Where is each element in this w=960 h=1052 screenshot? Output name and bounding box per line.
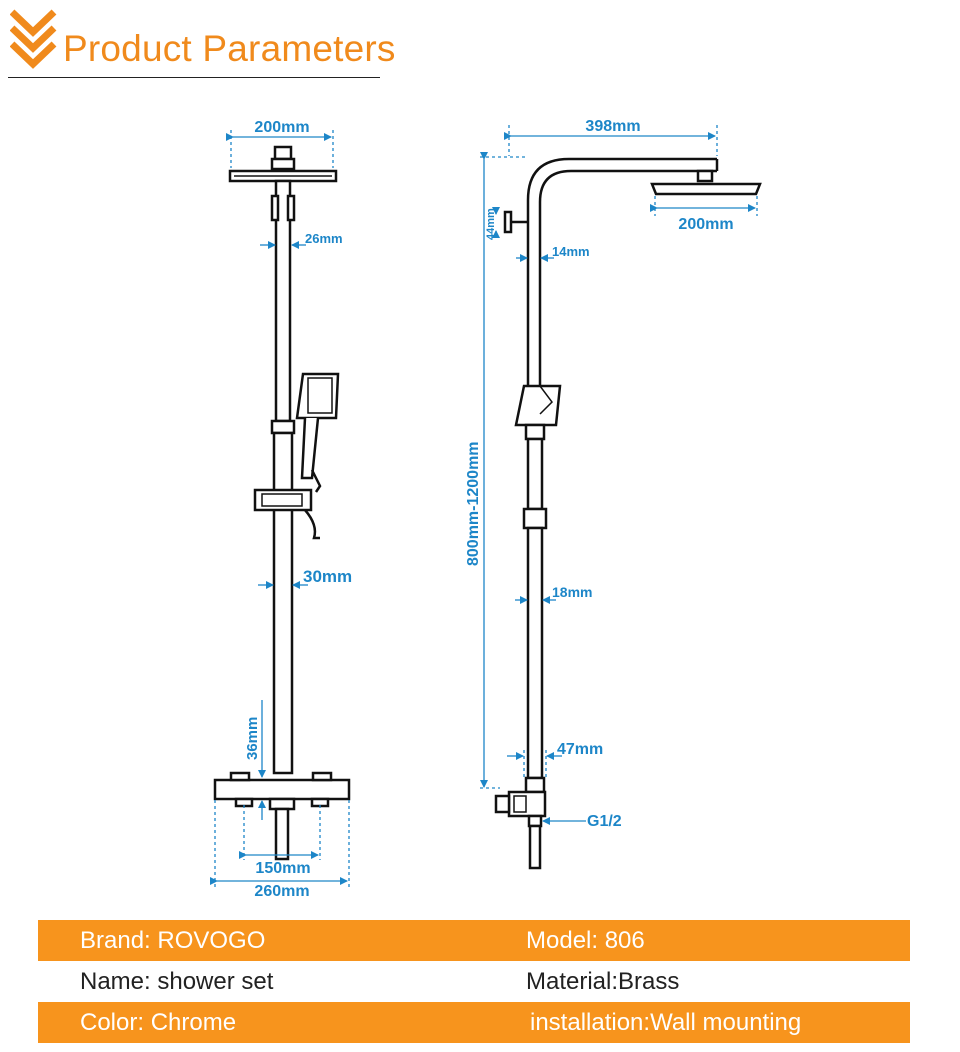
side-view — [494, 157, 762, 870]
page-title: Product Parameters — [63, 28, 396, 69]
spec-brand: Brand: ROVOGO — [80, 927, 266, 954]
spec-row: Color: Chrome installation:Wall mounting — [38, 1002, 910, 1043]
side-upper-pipe-label: 14mm — [552, 244, 590, 259]
spec-table: Brand: ROVOGO Model: 806 Name: shower se… — [38, 920, 910, 1043]
side-thread-label: G1/2 — [587, 813, 622, 830]
spec-installation: installation:Wall mounting — [530, 1009, 802, 1036]
side-dimension-lines — [480, 125, 758, 825]
title-underline — [8, 77, 380, 78]
double-chevron-down-icon — [10, 9, 57, 69]
shower-dimension-diagram: 200mm 26mm 30mm 36mm 150mm 260mm — [210, 118, 762, 900]
spec-model: Model: 806 — [526, 927, 645, 954]
front-head-width-label: 200mm — [254, 119, 309, 136]
front-inlet-spacing-label: 150mm — [255, 860, 310, 877]
side-knob-label: 44mm — [485, 208, 497, 240]
page-header: Product Parameters — [0, 0, 960, 90]
side-height-range-label: 800mm-1200mm — [465, 441, 482, 566]
side-valve-depth-label: 47mm — [557, 741, 603, 758]
side-arm-reach-label: 398mm — [585, 118, 640, 135]
spec-color: Color: Chrome — [80, 1009, 237, 1036]
front-view — [213, 145, 351, 861]
side-head-width-label: 200mm — [678, 216, 733, 233]
spec-row: Brand: ROVOGO Model: 806 — [38, 920, 910, 961]
spec-material: Material:Brass — [526, 968, 680, 995]
front-valve-height-label: 36mm — [244, 717, 261, 760]
spec-name: Name: shower set — [80, 968, 274, 995]
front-lower-pipe-label: 30mm — [303, 567, 352, 586]
front-upper-pipe-label: 26mm — [305, 231, 343, 246]
side-lower-pipe-label: 18mm — [552, 584, 592, 600]
spec-row: Name: shower set Material:Brass — [38, 961, 910, 1002]
front-valve-width-label: 260mm — [254, 883, 309, 900]
front-dimension-lines — [210, 130, 350, 887]
